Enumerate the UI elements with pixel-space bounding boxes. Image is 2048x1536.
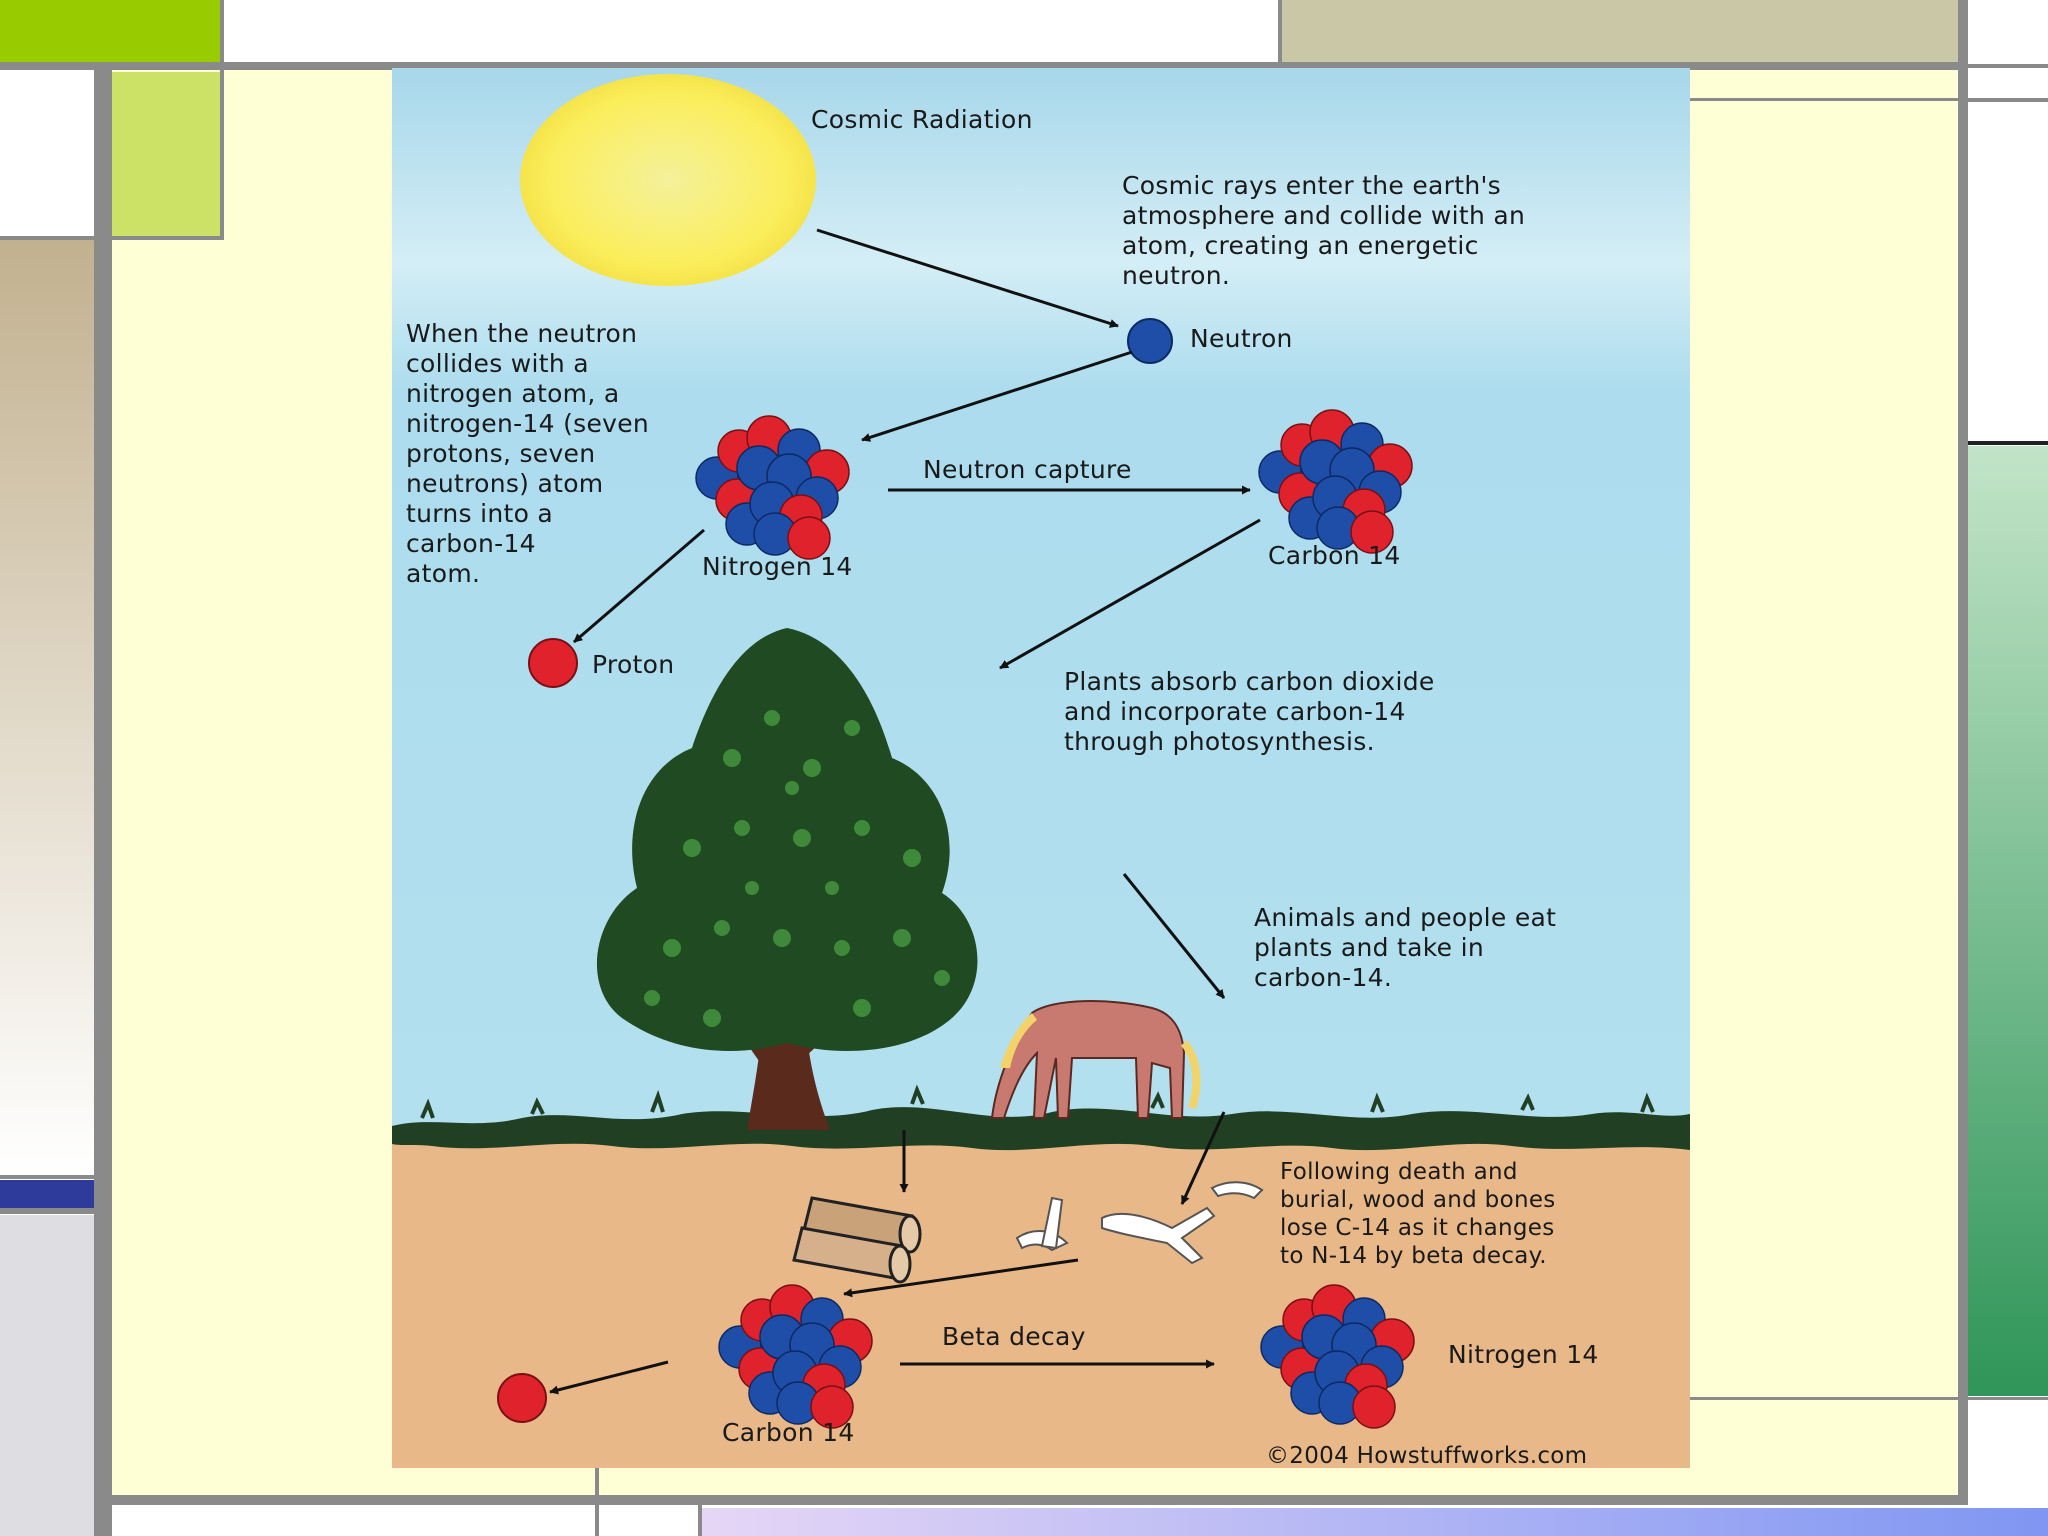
frame-line	[0, 62, 1960, 70]
frame-line	[94, 62, 112, 1536]
tree-illustration	[596, 628, 978, 1130]
arrow	[999, 518, 1261, 670]
frame-line	[1278, 0, 1282, 66]
neutron-particle	[1127, 318, 1173, 364]
navy-accent-bar	[0, 1180, 94, 1208]
grass-tufts	[420, 1084, 1655, 1119]
proton-particle-bottom	[497, 1373, 547, 1423]
horse-illustration	[990, 1000, 1201, 1119]
frame-line	[0, 1208, 94, 1214]
arrow	[573, 528, 705, 644]
carbon-14-cycle-diagram: Cosmic Radiation Cosmic rays enter the e…	[392, 68, 1690, 1469]
frame-line	[94, 1495, 1968, 1505]
arrow	[843, 1258, 1079, 1298]
arrow	[1122, 873, 1226, 999]
tan-gradient-column	[0, 240, 94, 1175]
arrow	[1180, 1111, 1226, 1205]
copyright-label: ©2004 Howstuffworks.com	[1266, 1443, 1588, 1469]
wood-logs-illustration	[792, 1196, 922, 1284]
death-text: Following death and burial, wood and bon…	[1280, 1159, 1556, 1269]
animals-text: Animals and people eat plants and take i…	[1254, 903, 1557, 992]
nitrogen-14-label-top: Nitrogen 14	[702, 552, 853, 581]
khaki-accent-block	[1280, 0, 1960, 66]
frame-line	[0, 236, 224, 240]
neutron-label: Neutron	[1190, 324, 1293, 353]
arrow	[861, 350, 1133, 442]
lavender-bottom-strip	[700, 1508, 2048, 1536]
frame-line	[1968, 98, 2048, 102]
green-accent-block	[0, 0, 222, 66]
green-gradient-column	[1968, 446, 2048, 1396]
frame-line	[220, 0, 224, 240]
cosmic-rays-text: Cosmic rays enter the earth's atmosphere…	[1122, 171, 1526, 290]
proton-particle	[528, 638, 578, 688]
frame-line	[1690, 98, 1960, 101]
nitrogen-14-label-bottom: Nitrogen 14	[1448, 1340, 1599, 1369]
soil-ground	[392, 1128, 1690, 1468]
arrow	[816, 228, 1119, 328]
frame-line	[0, 1175, 94, 1179]
frame-line	[1958, 0, 1968, 1500]
frame-line	[698, 1505, 702, 1536]
frame-line	[1690, 1397, 2048, 1400]
frame-line	[1968, 64, 2048, 68]
beta-decay-label: Beta decay	[942, 1322, 1086, 1351]
carbon-14-label-top: Carbon 14	[1268, 541, 1401, 570]
grass-strip	[392, 1107, 1690, 1151]
bones-illustration	[1015, 1181, 1264, 1265]
carbon-14-label-bottom: Carbon 14	[722, 1418, 855, 1447]
diagram-illustration	[392, 68, 1690, 1468]
grey-lower-column	[0, 1215, 94, 1536]
sun-illustration	[520, 74, 816, 286]
neutron-collision-text: When the neutron collides with a nitroge…	[406, 319, 650, 588]
lime-accent-block	[112, 72, 220, 237]
neutron-capture-label: Neutron capture	[923, 455, 1132, 484]
frame-line	[595, 1468, 599, 1536]
plants-text: Plants absorb carbon dioxide and incorpo…	[1064, 667, 1435, 756]
frame-line	[1968, 441, 2048, 445]
arrow	[549, 1360, 669, 1395]
proton-label: Proton	[592, 650, 675, 679]
cosmic-radiation-label: Cosmic Radiation	[811, 105, 1033, 134]
